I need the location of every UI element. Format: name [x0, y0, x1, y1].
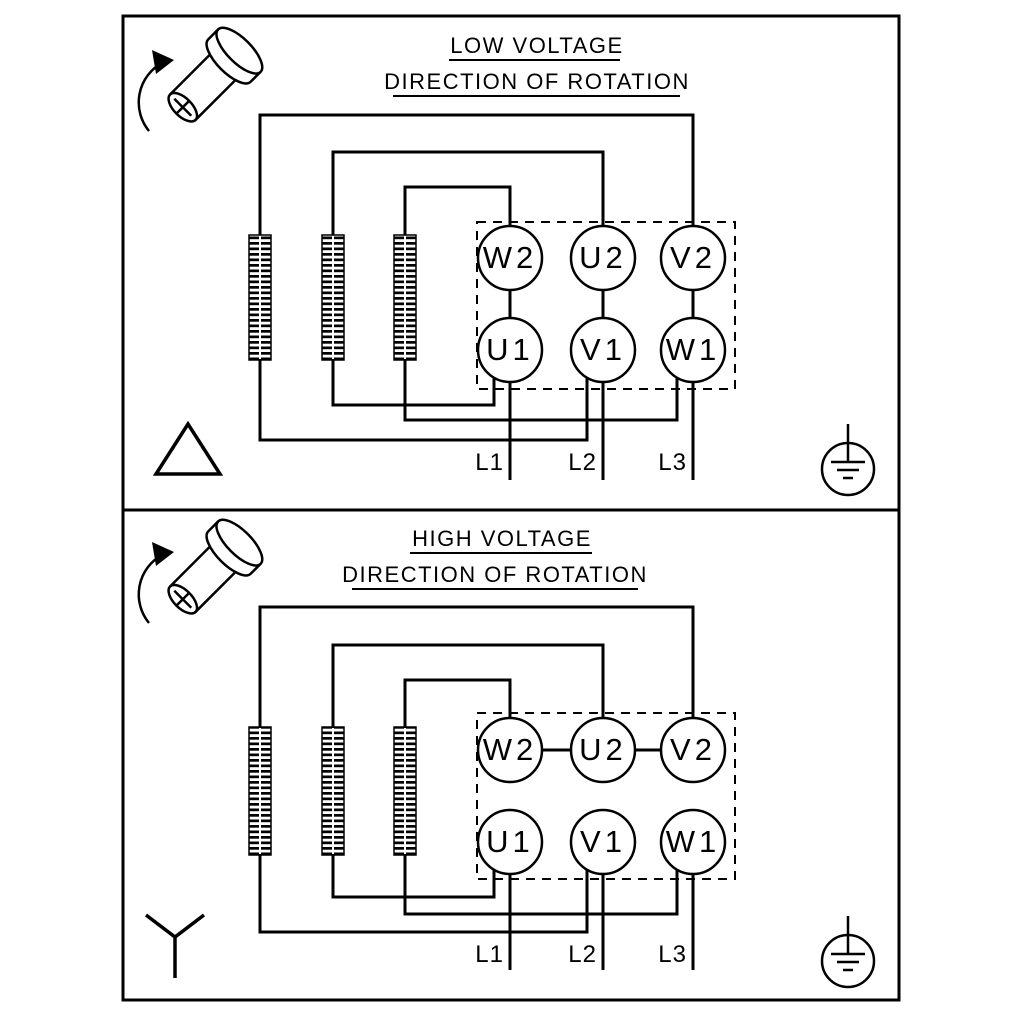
terminal-U1 — [476, 808, 544, 876]
lead-label: L2 — [568, 449, 597, 476]
terminal-V2 — [659, 716, 727, 784]
diagram-frame — [121, 14, 901, 1002]
rotation-arrow-icon — [137, 61, 163, 132]
terminal-W2 — [476, 716, 544, 784]
terminal-label: U2 — [579, 240, 627, 275]
terminal-label: W2 — [483, 240, 538, 275]
terminal-label: V2 — [670, 240, 716, 275]
panel-low-voltage: LOW VOLTAGE DIRECTION OF ROTATION — [137, 19, 876, 497]
wire — [258, 360, 589, 442]
terminal-board-outline — [476, 221, 736, 390]
lead-label: L3 — [658, 449, 687, 476]
terminal-V1 — [569, 316, 637, 384]
delta-icon — [152, 420, 224, 476]
wye-icon — [144, 913, 206, 978]
lead-label: L2 — [568, 941, 597, 968]
terminal-label: V2 — [670, 732, 716, 767]
rotation-arrow-icon — [137, 553, 163, 624]
terminal-V2 — [659, 224, 727, 292]
terminal-W2 — [476, 224, 544, 292]
shaft-rotation-icon — [153, 511, 271, 629]
wire — [258, 855, 589, 934]
wire — [258, 113, 695, 240]
terminal-U2 — [569, 716, 637, 784]
panel-title: HIGH VOLTAGE — [412, 526, 592, 551]
wire — [331, 360, 496, 407]
terminal-label: W1 — [666, 332, 721, 367]
terminal-V1 — [569, 808, 637, 876]
wire — [403, 855, 679, 916]
winding-coils — [248, 726, 417, 856]
lead-label: L1 — [475, 449, 504, 476]
lead-label: L3 — [658, 941, 687, 968]
terminal-label: U1 — [486, 824, 534, 859]
terminal-label: U2 — [579, 732, 627, 767]
wire — [331, 855, 496, 899]
wire — [331, 643, 605, 732]
earth-ground-icon — [820, 914, 876, 989]
winding-coils — [248, 234, 417, 361]
terminal-U1 — [476, 316, 544, 384]
wire — [403, 360, 679, 422]
terminal-board-outline — [476, 712, 736, 880]
terminal-label: U1 — [486, 332, 534, 367]
panel-high-voltage: HIGH VOLTAGE DIRECTION OF ROTATION — [137, 511, 876, 989]
shaft-rotation-icon — [153, 19, 271, 137]
terminal-label: W2 — [483, 732, 538, 767]
panel-subtitle: DIRECTION OF ROTATION — [384, 69, 690, 94]
terminal-U2 — [569, 224, 637, 292]
wire — [331, 150, 605, 240]
rotation-arrowhead-icon — [152, 50, 174, 74]
earth-ground-icon — [820, 422, 876, 497]
wire — [403, 678, 512, 732]
panel-subtitle: DIRECTION OF ROTATION — [342, 562, 648, 587]
terminal-W1 — [659, 316, 727, 384]
terminal-W1 — [659, 808, 727, 876]
wire — [258, 605, 695, 732]
panel-title: LOW VOLTAGE — [450, 33, 623, 58]
terminal-label: W1 — [666, 824, 721, 859]
lead-label: L1 — [475, 941, 504, 968]
terminal-label: V1 — [580, 824, 626, 859]
wire — [403, 185, 512, 240]
rotation-arrowhead-icon — [152, 542, 174, 566]
terminal-label: V1 — [580, 332, 626, 367]
